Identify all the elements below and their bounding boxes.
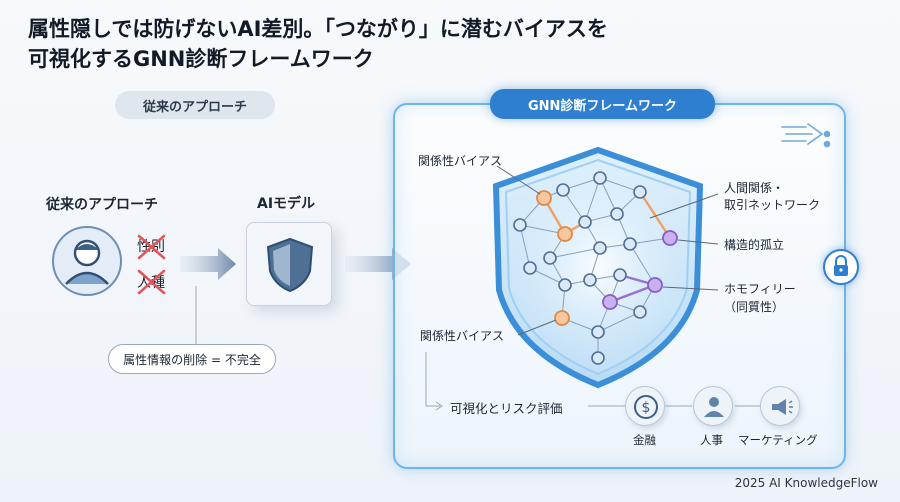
traditional-approach-heading: 従来のアプローチ	[46, 197, 158, 213]
person-icon	[693, 386, 733, 426]
homophily-label: ホモフィリー （同質性）	[724, 280, 796, 316]
relational-bias-label-bottom: 関係性バイアス	[420, 329, 505, 343]
title-line-1: 属性隠しでは防げないAI差別。「つながり」に潜むバイアスを	[28, 17, 608, 41]
page-title: 属性隠しでは防げないAI差別。「つながり」に潜むバイアスを 可視化するGNN診断…	[28, 14, 728, 74]
svg-text:$: $	[642, 400, 651, 416]
visualize-risk-label: 可視化とリスク評価	[450, 401, 563, 416]
network-label-line-1: 人間関係・	[724, 181, 785, 195]
attribute-removal-note: 属性情報の削除 = 不完全	[108, 344, 276, 374]
arrow-to-model	[180, 248, 236, 280]
megaphone-icon	[760, 386, 800, 426]
domain-label-marketing: マーケティング	[738, 433, 818, 447]
structural-isolation-label: 構造的孤立	[724, 238, 785, 252]
cross-icon-race	[137, 269, 166, 295]
ai-model-label: AIモデル	[257, 196, 316, 212]
homophily-label-line-2: （同質性）	[724, 300, 785, 314]
domain-label-finance: 金融	[633, 433, 656, 447]
relational-bias-label-top: 関係性バイアス	[418, 154, 503, 168]
traditional-approach-pill: 従来のアプローチ	[115, 91, 275, 119]
ai-model-box	[246, 222, 332, 306]
gnn-framework-pill: GNN診断フレームワーク	[490, 89, 715, 119]
domain-label-hr: 人事	[700, 433, 723, 447]
footer-credit: 2025 AI KnowledgeFlow	[734, 476, 878, 490]
lock-icon	[823, 249, 859, 285]
network-label: 人間関係・ 取引ネットワーク	[724, 180, 820, 214]
cross-icon-gender	[137, 234, 166, 260]
data-flow-icon	[781, 123, 831, 148]
user-avatar-icon	[52, 226, 122, 296]
network-label-line-2: 取引ネットワーク	[724, 198, 821, 212]
shield-icon	[266, 237, 314, 293]
title-line-2: 可視化するGNN診断フレームワーク	[28, 47, 374, 71]
dollar-coin-icon: $	[625, 386, 665, 426]
homophily-label-line-1: ホモフィリー	[724, 282, 796, 296]
